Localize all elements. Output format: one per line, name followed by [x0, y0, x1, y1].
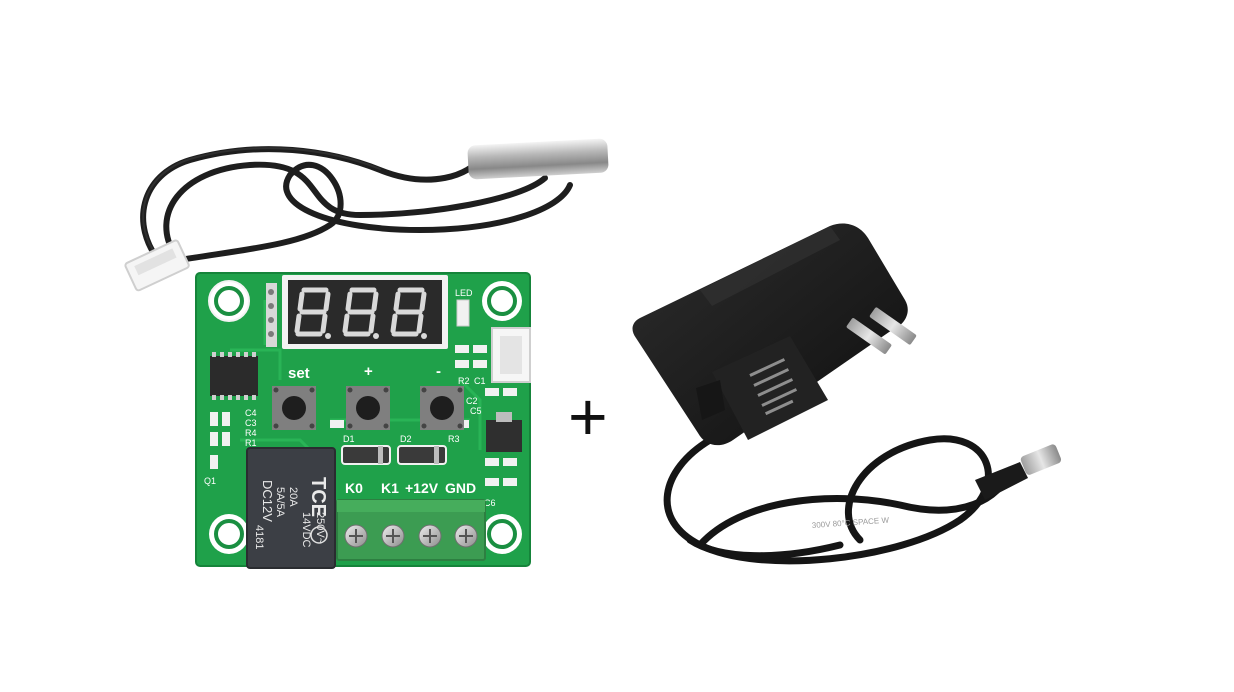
label-plus: +: [364, 363, 373, 380]
label-q1: Q1: [204, 476, 216, 486]
power-adapter: 300V 80°C SPACE W: [632, 223, 1062, 565]
ic-chip: [210, 352, 258, 400]
label-d2: D2: [400, 434, 412, 444]
probe-tip: [467, 138, 609, 180]
terminal-block: [336, 499, 486, 561]
label-c4: C4: [245, 408, 257, 418]
relay-line3: DC12V: [260, 480, 275, 522]
label-c3: C3: [245, 418, 257, 428]
terminal-label-12v: +12V: [405, 480, 439, 496]
label-r2: R2: [458, 376, 470, 386]
adapter-prong-1: [846, 318, 892, 354]
relay: TCE 20A 5A/5A DC12V 14VDC 250V~ 4181: [246, 447, 336, 569]
relay-line6: 4181: [253, 525, 265, 549]
label-led: LED: [455, 288, 473, 298]
relay-line2: 5A/5A: [274, 487, 286, 518]
plus-sign: +: [568, 379, 608, 455]
set-button: [272, 386, 316, 430]
led-display: [282, 275, 448, 349]
relay-cert-icon: [310, 526, 328, 544]
label-c6: C6: [484, 498, 496, 508]
relay-brand: TCE: [307, 477, 329, 517]
relay-line5: 250V~: [314, 512, 326, 544]
label-c2: C2: [466, 396, 478, 406]
probe-connector: [124, 239, 190, 292]
diodes: [341, 445, 447, 465]
label-set: set: [288, 365, 310, 382]
relay-line1: 20A: [287, 487, 299, 507]
label-r1: R1: [245, 438, 257, 448]
label-d1: D1: [343, 434, 355, 444]
label-c1: C1: [474, 376, 486, 386]
regulator: [486, 420, 522, 452]
thermostat-board: LED set + - R2 C1 C2 C4 C3: [195, 272, 531, 569]
terminal-label-gnd: GND: [445, 480, 476, 496]
plus-button: [346, 386, 390, 430]
temperature-probe: [124, 138, 609, 292]
adapter-prong-2: [869, 307, 917, 345]
terminal-label-k0: K0: [345, 480, 363, 496]
minus-button: [420, 386, 464, 430]
probe-socket: [491, 327, 531, 383]
led-indicator: [456, 299, 470, 327]
smd-components: [210, 345, 517, 486]
terminal-label-k1: K1: [381, 480, 399, 496]
relay-line4: 14VDC: [300, 512, 312, 548]
adapter-label-text: [749, 358, 798, 416]
mounting-holes: [208, 280, 522, 554]
label-minus: -: [436, 363, 441, 380]
pin-header: [266, 283, 277, 347]
label-r4: R4: [245, 428, 257, 438]
label-c5: C5: [470, 406, 482, 416]
label-r3: R3: [448, 434, 460, 444]
dc-plug: [1020, 444, 1062, 475]
